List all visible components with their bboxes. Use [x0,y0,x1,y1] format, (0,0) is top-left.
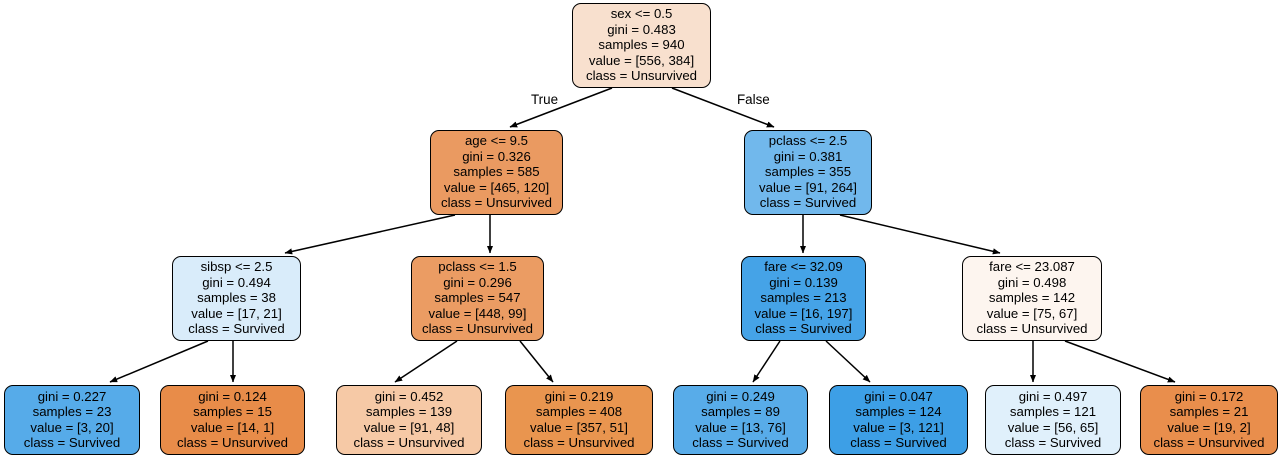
node-text-line: class = Unsurvived [353,434,465,450]
node-text-line: samples = 121 [1009,404,1097,420]
node-text-line: samples = 355 [764,164,852,180]
node-text-line: class = Survived [759,195,857,211]
tree-edge-n4-to-n9 [394,340,458,383]
node-text-line: gini = 0.494 [202,274,271,290]
tree-edge-n5-to-n12 [825,340,871,383]
node-text-line: value = [13, 76] [695,419,786,435]
node-text-line: class = Survived [692,434,789,450]
node-text-line: value = [556, 384] [588,52,695,68]
node-text-line: class = Unsurvived [1153,434,1265,450]
node-text-line: gini = 0.124 [198,388,267,404]
node-text-line: gini = 0.498 [997,274,1067,290]
node-text-line: samples = 142 [988,290,1076,306]
node-text-line: class = Unsurvived [176,434,289,450]
node-text-line: gini = 0.452 [374,388,444,404]
tree-edge-n4-to-n10 [519,340,554,383]
node-text-line: sibsp <= 2.5 [200,259,273,275]
node-text-line: class = Survived [188,321,285,337]
node-text-line: gini = 0.296 [443,274,512,290]
node-text-line: samples = 23 [32,404,112,420]
node-text-line: gini = 0.497 [1018,388,1088,404]
node-text-line: value = [14, 1] [190,419,275,435]
node-text-line: fare <= 23.087 [989,259,1075,275]
node-text-line: gini = 0.249 [706,388,775,404]
node-text-line: gini = 0.047 [864,388,933,404]
tree-edge-n5-to-n11 [752,340,781,383]
node-text-line: class = Unsurvived [976,321,1088,337]
node-text-line: class = Survived [850,434,947,450]
node-text-line: class = Survived [1004,434,1102,450]
tree-edge-n3-to-n7 [109,340,209,383]
node-text-line: samples = 585 [453,164,540,180]
node-text-line: value = [3, 20] [30,419,114,435]
node-text-line: value = [91, 48] [363,419,455,435]
node-text-line: samples = 38 [197,290,276,306]
node-text-line: samples = 15 [193,404,272,420]
node-text-line: sex <= 0.5 [610,6,673,22]
node-text-line: samples = 89 [701,404,780,420]
node-text-line: samples = 139 [365,404,453,420]
node-text-line: samples = 21 [1169,404,1249,420]
node-text-line: value = [91, 264] [759,179,857,195]
node-text-line: pclass <= 1.5 [438,259,517,275]
node-text-line: gini = 0.227 [37,388,107,404]
node-text-line: class = Unsurvived [421,321,534,337]
tree-edge-n0-to-n1 [509,87,613,128]
node-text-line: samples = 940 [598,37,685,53]
node-text-line: value = [56, 65] [1007,419,1099,435]
node-text-line: value = [17, 21] [191,305,282,321]
node-text-line: pclass <= 2.5 [768,133,848,149]
node-text-line: gini = 0.172 [1174,388,1244,404]
node-text-line: value = [16, 197] [754,305,853,321]
edge-label-false: False [737,92,770,107]
node-text-line: samples = 124 [855,404,942,420]
node-text-line: value = [357, 51] [530,419,628,435]
node-text-line: class = Unsurvived [585,68,698,84]
node-text-line: gini = 0.139 [769,274,838,290]
node-text-line: value = [465, 120] [443,179,550,195]
tree-edge-n2-to-n6 [839,214,1001,255]
node-text-line: class = Survived [23,434,121,450]
node-text-line: class = Survived [755,321,852,337]
node-text-line: gini = 0.219 [544,388,614,404]
node-text-line: value = [3, 121] [853,419,944,435]
edge-label-true: True [531,92,559,107]
tree-edge-n1-to-n3 [284,214,456,255]
node-text-line: class = Unsurvived [523,434,635,450]
node-text-line: age <= 9.5 [464,133,529,149]
node-text-line: gini = 0.326 [462,148,531,164]
node-text-line: value = [75, 67] [986,305,1078,321]
node-text-line: samples = 213 [760,290,847,306]
node-text-line: gini = 0.483 [607,21,676,37]
node-text-line: gini = 0.381 [773,148,843,164]
node-text-line: samples = 547 [434,290,521,306]
tree-edge-n6-to-n14 [1064,340,1176,383]
node-text-line: value = [19, 2] [1167,419,1251,435]
node-text-line: value = [448, 99] [428,305,527,321]
node-text-line: fare <= 32.09 [764,259,843,275]
node-text-line: samples = 408 [535,404,623,420]
node-text-line: class = Unsurvived [440,195,553,211]
